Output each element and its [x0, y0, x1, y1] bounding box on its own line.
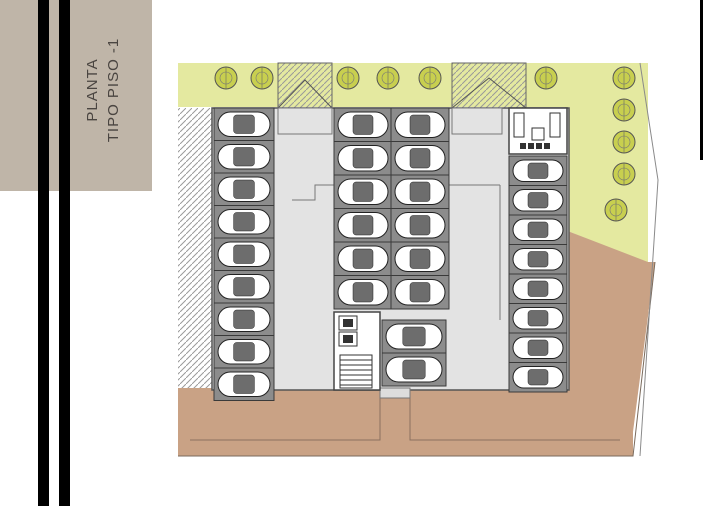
parking-space-central-left-2: [333, 141, 393, 176]
parking-space-center-bottom-1: [381, 319, 447, 354]
decorative-bar-left: [38, 0, 49, 506]
tree-icon: [604, 198, 628, 222]
parking-spaces: [213, 107, 568, 401]
ramp-notch-2: [451, 107, 503, 135]
terrain-outline: [178, 261, 656, 457]
tree-icon: [418, 66, 442, 90]
terrain-inner-line-2: [190, 397, 381, 441]
parking-space-central-left-1: [333, 107, 393, 142]
parking-space-central-left-4: [333, 208, 393, 243]
parking-space-west-7: [213, 302, 275, 336]
parking-space-west-2: [213, 140, 275, 174]
parking-space-central-right-4: [390, 208, 450, 243]
parking-space-west-6: [213, 270, 275, 304]
parking-space-east-1: [508, 155, 568, 186]
parking-space-west-8: [213, 335, 275, 369]
tree-icon: [376, 66, 400, 90]
property-line: [639, 62, 659, 457]
parking-space-east-8: [508, 362, 568, 393]
parking-space-central-right-1: [390, 107, 450, 142]
parking-space-central-right-5: [390, 241, 450, 276]
tree-icon: [612, 98, 636, 122]
parking-space-central-right-2: [390, 141, 450, 176]
parking-space-east-2: [508, 185, 568, 216]
parking-space-west-5: [213, 237, 275, 271]
parking-space-center-bottom-2: [381, 352, 447, 387]
utility-room: [508, 107, 568, 155]
parking-space-central-left-3: [333, 174, 393, 209]
parking-space-east-4: [508, 244, 568, 275]
terrain-area: [178, 62, 659, 457]
parking-space-east-3: [508, 214, 568, 245]
parking-space-east-5: [508, 273, 568, 304]
staircase: [339, 354, 373, 389]
parking-space-east-6: [508, 303, 568, 334]
parking-space-west-1: [213, 107, 275, 141]
tree-icon: [534, 66, 558, 90]
parking-space-central-left-6: [333, 275, 393, 310]
tree-icon: [612, 162, 636, 186]
parking-space-central-right-3: [390, 174, 450, 209]
parking-space-central-right-6: [390, 275, 450, 310]
tree-icon: [336, 66, 360, 90]
tree-icon: [612, 130, 636, 154]
south-access: [379, 387, 411, 399]
tree-icon: [214, 66, 238, 90]
parking-space-east-7: [508, 332, 568, 363]
decorative-bar-right: [59, 0, 70, 506]
ventilation-blocks: [277, 62, 527, 109]
sheet-label-panel: PLANTA TIPO PISO -1: [0, 0, 152, 191]
parking-space-central-left-5: [333, 241, 393, 276]
hatched-wall-west: [178, 108, 212, 388]
tree-icon: [250, 66, 274, 90]
parking-space-west-3: [213, 172, 275, 206]
tree-icon: [612, 66, 636, 90]
parking-space-west-4: [213, 205, 275, 239]
parking-space-west-9: [213, 367, 275, 401]
trees: [214, 66, 636, 222]
terrain-inner-line: [409, 397, 620, 441]
service-core: [333, 311, 381, 391]
ramp-notch: [277, 107, 333, 135]
garden-east: [565, 63, 648, 263]
decorative-edge-line: [700, 0, 703, 160]
